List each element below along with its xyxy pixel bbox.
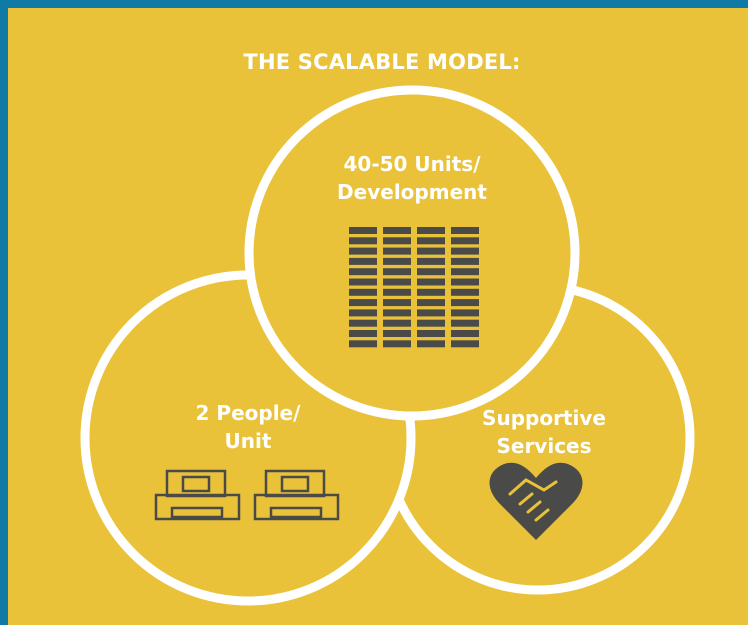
label-line: 40-50 Units/ (343, 152, 481, 176)
bed-icon (253, 469, 340, 521)
unit-block (349, 268, 377, 276)
unit-block (451, 330, 479, 337)
unit-block (349, 309, 377, 317)
unit-block (417, 309, 445, 317)
building-grid-icon (349, 227, 479, 348)
unit-block (451, 288, 479, 296)
unit-block (417, 247, 445, 255)
unit-block (383, 309, 411, 317)
unit-block (349, 247, 377, 255)
unit-block (383, 268, 411, 276)
unit-block (349, 319, 377, 327)
label-line: 2 People/ (195, 401, 301, 425)
unit-block (451, 340, 479, 348)
label-line: Unit (224, 429, 272, 453)
unit-block (349, 257, 377, 265)
unit-block (383, 288, 411, 296)
unit-block (349, 330, 377, 337)
unit-block (349, 278, 377, 286)
unit-block (417, 278, 445, 286)
unit-block (383, 319, 411, 327)
unit-block (349, 288, 377, 296)
label-line: Services (496, 434, 592, 458)
unit-block (417, 257, 445, 265)
beds-icon (154, 469, 340, 521)
unit-block (383, 257, 411, 265)
unit-block (417, 299, 445, 307)
unit-block (451, 319, 479, 327)
unit-block (383, 227, 411, 234)
unit-block (451, 309, 479, 317)
unit-block (451, 299, 479, 307)
unit-block (383, 340, 411, 348)
label-line: Supportive (482, 406, 606, 430)
unit-block (451, 237, 479, 245)
unit-block (383, 247, 411, 255)
label-line: Development (337, 180, 487, 204)
label-people-per-unit: 2 People/ Unit (148, 399, 348, 455)
circle-units-per-development (244, 85, 580, 421)
unit-block (417, 319, 445, 327)
venn-diagram (80, 85, 695, 606)
bed-icon (154, 469, 241, 521)
unit-block (451, 227, 479, 234)
unit-block (349, 299, 377, 307)
unit-block (383, 278, 411, 286)
unit-block (349, 237, 377, 245)
unit-block (417, 340, 445, 348)
unit-block (349, 227, 377, 234)
unit-block (451, 268, 479, 276)
page-title: THE SCALABLE MODEL: (243, 50, 521, 74)
unit-block (417, 330, 445, 337)
unit-block (417, 268, 445, 276)
unit-block (451, 278, 479, 286)
unit-block (451, 257, 479, 265)
unit-block (383, 299, 411, 307)
unit-block (417, 227, 445, 234)
label-supportive-services: Supportive Services (444, 404, 644, 460)
unit-block (417, 237, 445, 245)
heart-handshake-icon (489, 462, 583, 540)
label-units-per-development: 40-50 Units/ Development (312, 150, 512, 206)
unit-block (383, 330, 411, 337)
unit-block (417, 288, 445, 296)
unit-block (383, 237, 411, 245)
unit-block (451, 247, 479, 255)
unit-block (349, 340, 377, 348)
